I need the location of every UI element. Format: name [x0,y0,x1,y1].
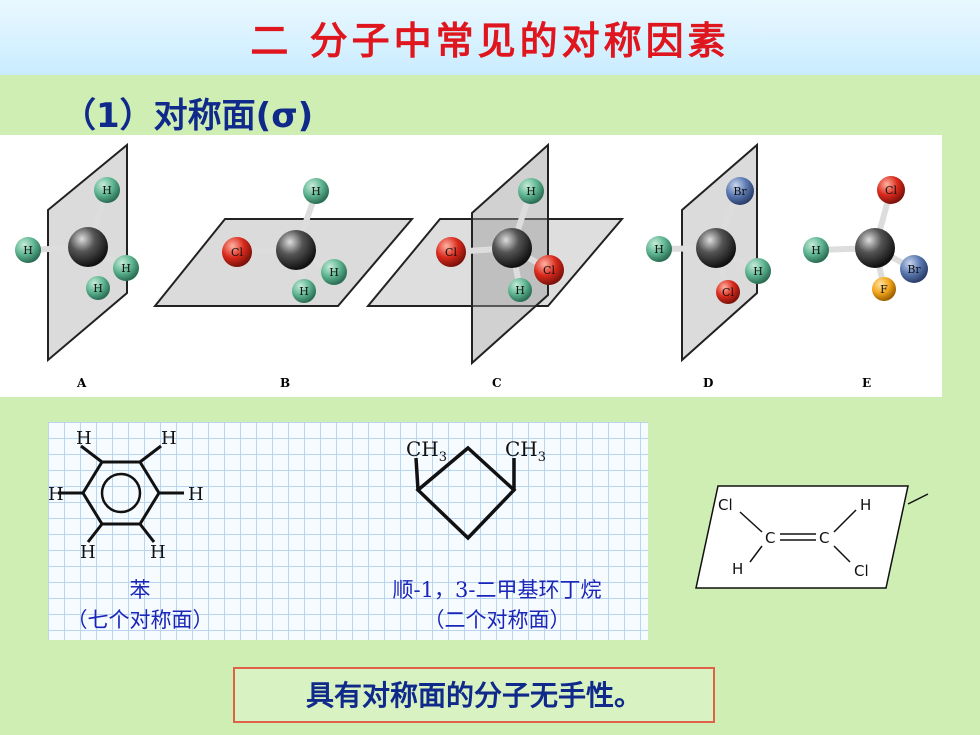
chlorine-atom [534,255,564,285]
methyl-group-label: CH3 [505,437,546,465]
panel-e: Cl H Br F E [803,176,928,390]
methyl-ch: CH [505,437,538,461]
panel-d: Br H H Cl D [646,142,771,390]
atom-label: H [299,285,309,298]
atom-label: H [102,184,112,197]
structure-diagram-grid [48,422,648,640]
atom-label: H [121,262,131,275]
benzene-h-label: H [80,542,96,563]
atom-label: Cl [445,246,457,259]
chlorine-atom [877,176,905,204]
atom-label: H [93,282,103,295]
atom-label: H [515,284,525,297]
hydrogen-atom [745,258,771,284]
benzene-h-label: H [76,428,92,449]
benzene-h-label: H [150,542,166,563]
carbon-atom [276,230,316,270]
atom-label: H [526,185,536,198]
atom-label: Br [733,185,747,198]
atom-label: Br [907,263,921,276]
hydrogen-atom [94,177,120,203]
alkene-atom-label: Cl [854,562,869,580]
atom-label: Cl [543,264,555,277]
benzene-structure: H H H H H H [48,428,204,563]
section-heading: （1）对称面(σ) [62,96,314,136]
chlorine-atom [222,237,252,267]
atom-label: H [329,266,339,279]
methyl-subscript: 3 [538,450,546,465]
hydrogen-atom [803,237,829,263]
atom-label: H [811,244,821,257]
hydrogen-atom [321,259,347,285]
atom-label: H [311,185,321,198]
hydrogen-atom [646,236,672,262]
dichloroethene-structure: Cl H C C H Cl [695,485,929,589]
alkene-atom-label: H [860,496,871,514]
panel-label: E [862,376,871,390]
title-bar [0,0,980,75]
atom-label: H [753,265,763,278]
methyl-ch: CH [406,437,439,461]
alkene-atom-label: C [765,529,775,547]
chlorine-atom [716,280,740,304]
benzene-h-label: H [48,484,64,505]
panel-label: B [280,376,290,390]
atom-label: Cl [885,184,897,197]
carbon-atom [68,227,108,267]
alkene-atom-label: C [819,529,829,547]
panel-label: A [76,376,87,390]
atom-label: Cl [722,286,734,299]
benzene-h-label: H [161,428,177,449]
methyl-subscript: 3 [439,450,447,465]
hydrogen-atom [518,178,544,204]
cyclobutane-name: 顺-1，3-二甲基环丁烷 [392,578,602,602]
molecule-illustrations: H H H H A H Cl H H B H Cl [15,142,928,390]
cyclobutane-structure: CH3 CH3 [406,437,546,541]
bromine-atom [900,255,928,283]
bromine-atom [726,177,754,205]
panel-a: H H H H A [15,142,139,390]
slide-title: 二 分子中常见的对称因素 [250,19,730,63]
cyclobutane-symmetry-note: （二个对称面） [423,608,571,632]
atom-label: H [23,244,33,257]
alkene-atom-label: Cl [718,496,733,514]
methyl-group-label: CH3 [406,437,447,465]
hydrogen-atom [15,237,41,263]
hydrogen-atom [508,278,532,302]
conclusion-box: 具有对称面的分子无手性。 [233,667,715,723]
hydrogen-atom [113,255,139,281]
fluorine-atom [872,277,896,301]
benzene-symmetry-note: （七个对称面） [66,608,214,632]
panel-b: H Cl H H B [152,178,415,390]
hydrogen-atom [303,178,329,204]
panel-label: D [703,376,713,390]
carbon-atom [855,228,895,268]
panel-c: H Cl Cl H C [365,142,625,390]
symmetry-plane [365,218,625,307]
atom-label: H [654,243,664,256]
benzene-h-label: H [188,484,204,505]
atom-label: Cl [231,246,243,259]
hydrogen-atom [292,279,316,303]
alkene-atom-label: H [732,560,743,578]
carbon-atom [696,228,736,268]
atom-label: F [880,283,888,296]
panel-label: C [492,376,502,390]
chlorine-atom [436,237,466,267]
benzene-name: 苯 [129,578,151,602]
carbon-atom [492,228,532,268]
hydrogen-atom [86,276,110,300]
